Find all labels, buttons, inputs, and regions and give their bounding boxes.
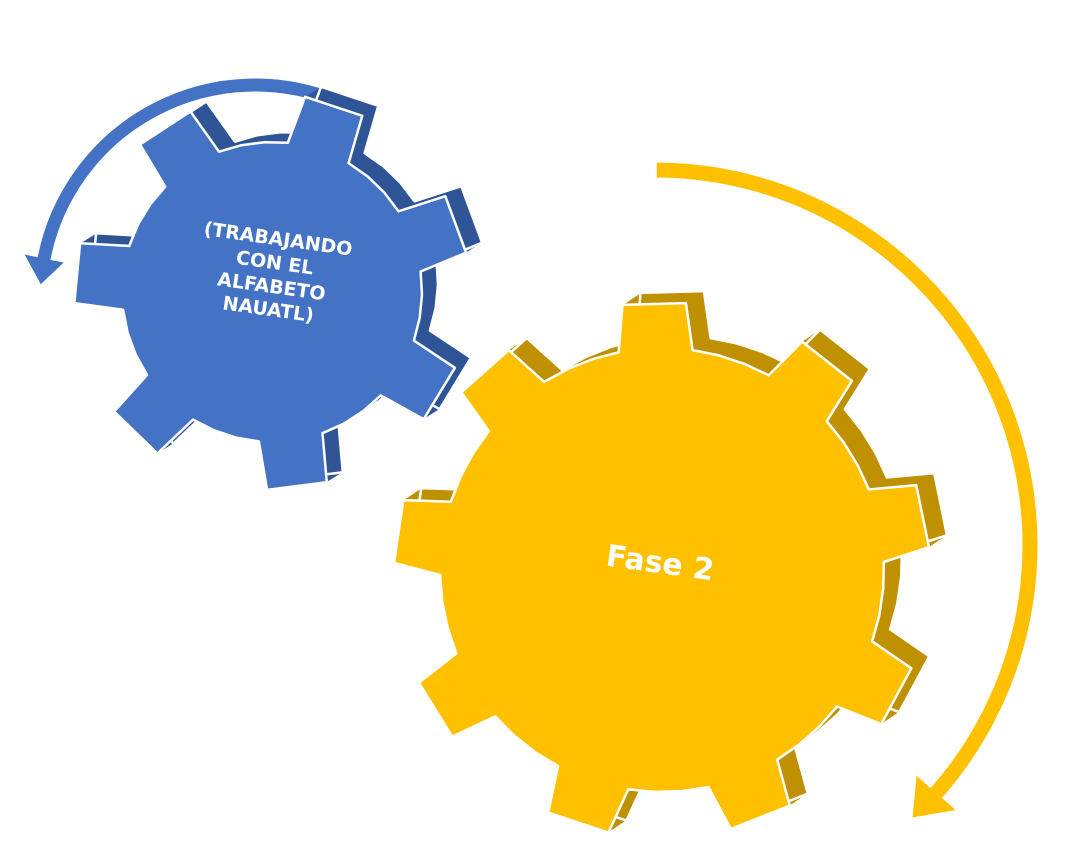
gear-face xyxy=(392,301,931,834)
clockwise-arrow xyxy=(653,159,1041,821)
arrow-shape xyxy=(653,159,1041,821)
small-gear xyxy=(73,85,484,492)
large-gear xyxy=(392,289,949,834)
gear-face xyxy=(73,95,468,492)
